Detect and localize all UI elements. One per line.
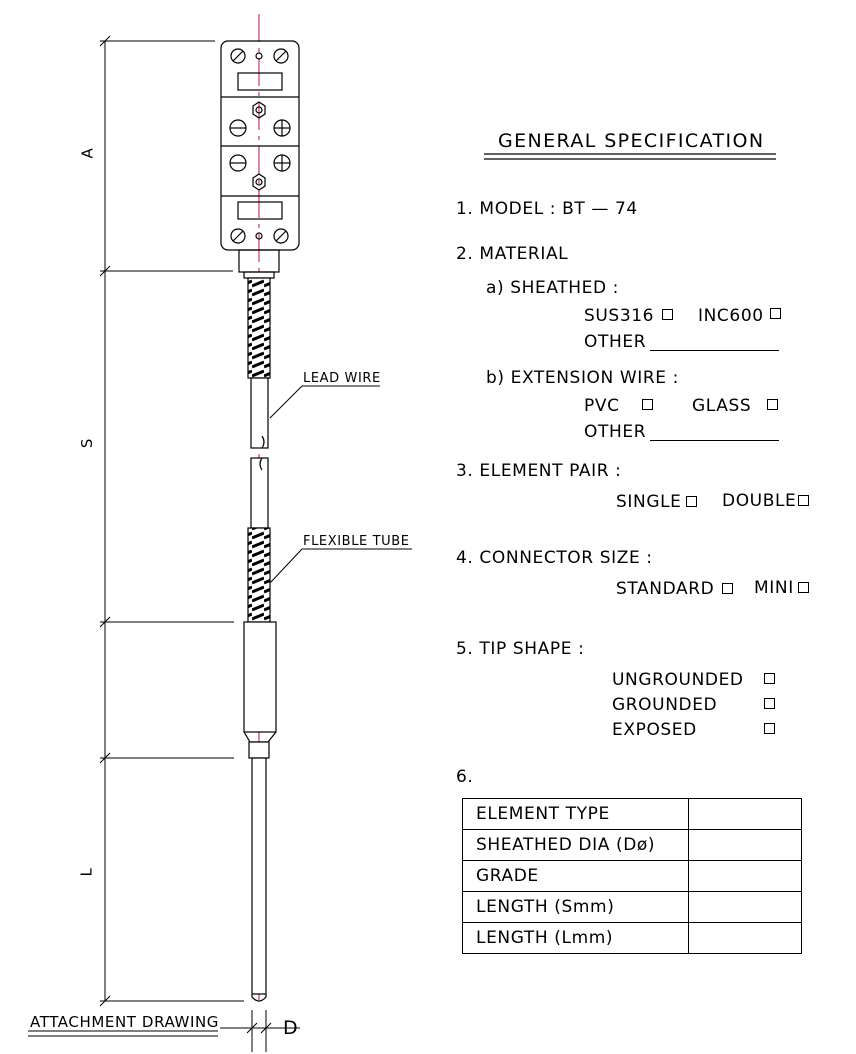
lead-wire — [250, 377, 269, 529]
option-sus316-label: SUS316 — [584, 306, 655, 326]
sheathed-other-label: OTHER — [584, 332, 647, 352]
sheathed-other-field[interactable] — [650, 350, 779, 351]
connector-body — [220, 40, 300, 279]
option-inc600-label: INC600 — [698, 306, 764, 326]
option-pvc-checkbox[interactable] — [642, 399, 653, 410]
table-row-label: LENGTH (Smm) — [461, 891, 690, 923]
sheathed-label: a) SHEATHED : — [486, 278, 620, 298]
option-glass-label: GLASS — [692, 396, 752, 416]
option-double-checkbox[interactable] — [798, 495, 809, 506]
option-inc600-checkbox[interactable] — [770, 308, 781, 319]
table-row-label: SHEATHED DIA (Dø) — [461, 829, 690, 861]
option-mini-label: MINI — [754, 578, 794, 598]
connector-size-heading: 4. CONNECTOR SIZE : — [456, 548, 653, 568]
option-standard-label: STANDARD — [616, 579, 715, 599]
flexible-tube-label: FLEXIBLE TUBE — [303, 534, 410, 549]
table-row: GRADE — [461, 860, 802, 892]
attachment-drawing-label: ATTACHMENT DRAWING — [30, 1013, 220, 1031]
table-row-label: GRADE — [461, 860, 690, 892]
table-heading: 6. — [456, 767, 474, 787]
option-exposed-label: EXPOSED — [612, 720, 697, 740]
leader-lines — [28, 385, 412, 1037]
extension-other-label: OTHER — [584, 422, 647, 442]
element-pair-heading: 3. ELEMENT PAIR : — [456, 461, 622, 481]
spec-table: ELEMENT TYPE SHEATHED DIA (Dø) GRADE LEN… — [461, 798, 802, 954]
option-grounded-label: GROUNDED — [612, 695, 718, 715]
table-row: SHEATHED DIA (Dø) — [461, 829, 802, 861]
option-mini-checkbox[interactable] — [798, 582, 809, 593]
extension-wire-label: b) EXTENSION WIRE : — [486, 368, 679, 388]
flexible-tube-lower — [247, 527, 271, 623]
option-grounded-checkbox[interactable] — [764, 698, 775, 709]
option-glass-checkbox[interactable] — [767, 399, 778, 410]
spec-title: GENERAL SPECIFICATION — [498, 130, 765, 152]
option-sus316-checkbox[interactable] — [662, 309, 673, 320]
flexible-tube-upper — [247, 277, 271, 379]
table-row-value[interactable] — [688, 798, 802, 830]
option-exposed-checkbox[interactable] — [764, 723, 775, 734]
extension-other-field[interactable] — [650, 440, 779, 441]
sleeve — [243, 621, 277, 759]
option-double-label: DOUBLE — [722, 491, 797, 511]
table-row: LENGTH (Smm) — [461, 891, 802, 923]
table-row: LENGTH (Lmm) — [461, 922, 802, 954]
table-row-value[interactable] — [688, 891, 802, 923]
table-row-value[interactable] — [688, 922, 802, 954]
title-underline — [484, 153, 776, 160]
tip-shape-heading: 5. TIP SHAPE : — [456, 639, 585, 659]
table-row-value[interactable] — [688, 829, 802, 861]
option-single-label: SINGLE — [616, 492, 682, 512]
table-row: ELEMENT TYPE — [461, 798, 802, 830]
dimension-lines — [99, 35, 300, 1052]
option-pvc-label: PVC — [584, 396, 620, 416]
sheath — [251, 757, 267, 1002]
material-heading: 2. MATERIAL — [456, 244, 569, 264]
option-ungrounded-label: UNGROUNDED — [612, 670, 744, 690]
dimension-label-d: D — [283, 1017, 299, 1039]
table-row-value[interactable] — [688, 860, 802, 892]
lead-wire-label: LEAD WIRE — [303, 371, 381, 386]
dimension-label-s: S — [78, 437, 97, 449]
table-row-label: LENGTH (Lmm) — [461, 922, 690, 954]
option-standard-checkbox[interactable] — [722, 583, 733, 594]
table-row-label: ELEMENT TYPE — [461, 798, 690, 830]
option-single-checkbox[interactable] — [686, 496, 697, 507]
option-ungrounded-checkbox[interactable] — [764, 673, 775, 684]
dimension-label-a: A — [78, 147, 97, 159]
dimension-label-l: L — [77, 867, 96, 877]
model-line: 1. MODEL : BT — 74 — [456, 199, 638, 219]
